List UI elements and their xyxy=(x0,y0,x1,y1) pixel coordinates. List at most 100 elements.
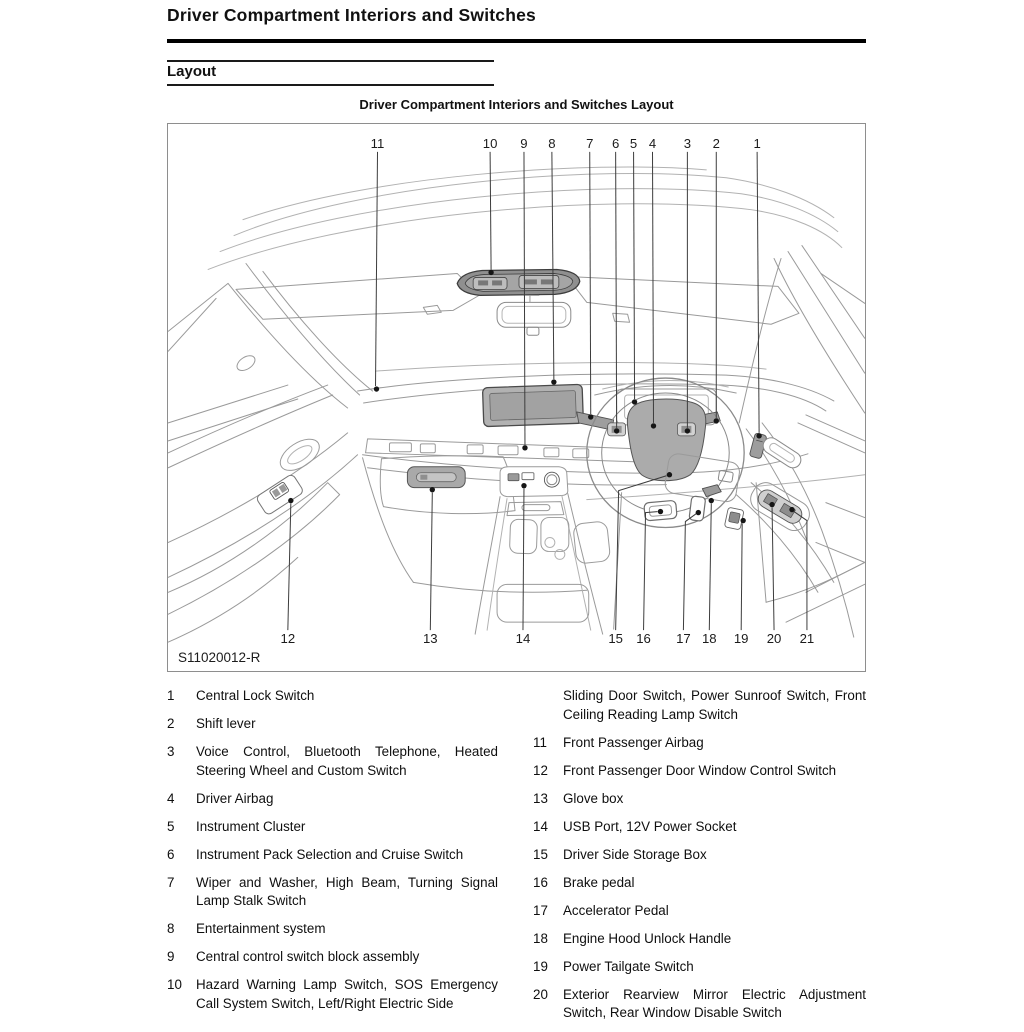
legend-item-9: 9 Central control switch block assembly xyxy=(167,948,498,967)
callout-dot-14 xyxy=(521,482,527,489)
callout-number-18: 18 xyxy=(702,631,717,646)
legend-item-text: Power Tailgate Switch xyxy=(563,958,694,974)
legend-item-20: 20 Exterior Rearview Mirror Electric Adju… xyxy=(533,986,866,1023)
legend-item-text: Central control switch block assembly xyxy=(196,949,420,964)
section-overline xyxy=(167,60,494,62)
legend-item-8: 8 Entertainment system xyxy=(167,920,498,939)
figure-code: S11020012-R xyxy=(178,650,261,665)
legend-item-number: 18 xyxy=(533,930,548,946)
callout-number-9: 9 xyxy=(520,136,527,151)
legend-item-number: 20 xyxy=(533,986,548,1002)
legend-item-number: 8 xyxy=(167,921,175,936)
driver-airbag-pad xyxy=(626,398,707,482)
callout-dot-21 xyxy=(789,506,795,513)
legend-item-text: Front Passenger Door Window Control Swit… xyxy=(563,762,837,778)
accelerator-pedal xyxy=(688,495,706,522)
legend-item-text: Shift lever xyxy=(196,716,256,731)
callout-dot-12 xyxy=(288,497,294,504)
callout-number-13: 13 xyxy=(423,631,438,646)
legend-item-number: 17 xyxy=(533,902,548,918)
figure-title: Driver Compartment Interiors and Switche… xyxy=(359,97,674,112)
legend-item-text: Wiper and Washer, High Beam, Turning Sig… xyxy=(196,874,498,909)
callout-number-17: 17 xyxy=(676,631,691,646)
callout-number-8: 8 xyxy=(548,136,555,151)
door-handle xyxy=(762,437,802,469)
callout-dot-15 xyxy=(666,472,673,478)
callout-dot-8 xyxy=(551,379,557,385)
callout-line-11 xyxy=(375,151,379,387)
legend-item-number: 13 xyxy=(533,790,548,806)
legend-item-7: 7 Wiper and Washer, High Beam, Turning Si… xyxy=(167,874,498,911)
hood-release-handle xyxy=(701,484,722,498)
legend-item-number: 16 xyxy=(533,874,548,890)
callout-number-4: 4 xyxy=(649,136,656,151)
callout-dot-10 xyxy=(488,269,494,276)
legend-column-right: Sliding Door Switch, Power Sunroof Switc… xyxy=(533,687,866,1032)
legend-item-15: 15 Driver Side Storage Box xyxy=(533,846,866,865)
center-console xyxy=(474,466,611,635)
power-socket xyxy=(543,471,560,488)
callout-line-5 xyxy=(633,151,636,399)
legend-item-number: 3 xyxy=(167,744,175,759)
callout-number-2: 2 xyxy=(713,136,720,151)
usb-port xyxy=(507,473,520,482)
callout-dot-9 xyxy=(522,445,528,451)
legend-item-number: 7 xyxy=(167,874,175,890)
legend-item-text: Driver Airbag xyxy=(196,790,274,806)
legend-item-text: Instrument Cluster xyxy=(196,818,306,834)
legend-item-number: 10 xyxy=(167,977,182,992)
legend-item-continuation: Sliding Door Switch, Power Sunroof Switc… xyxy=(533,687,866,724)
legend-item-number xyxy=(533,687,563,724)
callout-dot-6 xyxy=(613,428,620,434)
callout-dot-1 xyxy=(756,433,762,439)
legend-item-text: Exterior Rearview Mirror Electric Adjust… xyxy=(563,986,866,1021)
glove-box-handle xyxy=(406,466,466,489)
callout-dot-11 xyxy=(373,386,380,392)
interior-line-art xyxy=(168,166,865,643)
callout-line-1 xyxy=(756,151,760,433)
legend-item-text: USB Port, 12V Power Socket xyxy=(563,818,737,834)
legend-item-number: 5 xyxy=(167,818,175,834)
callout-dot-7 xyxy=(588,414,594,420)
section-heading: Layout xyxy=(167,63,217,80)
callout-dot-2 xyxy=(713,418,719,424)
legend-item-14: 14 USB Port, 12V Power Socket xyxy=(533,818,866,837)
callout-dot-20 xyxy=(769,501,775,508)
callout-number-1: 1 xyxy=(753,136,760,151)
callout-number-15: 15 xyxy=(608,631,623,646)
legend-item-number: 9 xyxy=(167,949,175,964)
callout-line-21 xyxy=(793,511,808,631)
callout-dot-18 xyxy=(708,497,714,504)
legend-item-number: 15 xyxy=(533,846,548,862)
callout-line-15 xyxy=(615,475,667,631)
page-title: Driver Compartment Interiors and Switche… xyxy=(167,5,536,25)
callout-number-16: 16 xyxy=(636,631,651,646)
callout-dot-17 xyxy=(695,509,702,516)
legend-item-text: Instrument Pack Selection and Cruise Swi… xyxy=(196,846,464,862)
callout-line-8 xyxy=(551,151,555,380)
callout-number-14: 14 xyxy=(516,631,531,646)
legend-item-text: Sliding Door Switch, Power Sunroof Switc… xyxy=(563,688,866,722)
section-underline xyxy=(167,84,494,86)
callout-line-20 xyxy=(771,507,775,631)
legend-item-text: Front Passenger Airbag xyxy=(563,734,704,750)
legend-item-number: 14 xyxy=(533,818,548,834)
passenger-window-switch xyxy=(256,474,303,515)
legend-item-text: Entertainment system xyxy=(196,921,326,936)
callout-number-3: 3 xyxy=(684,136,691,151)
legend-item-text: Driver Side Storage Box xyxy=(563,846,707,862)
callout-line-19 xyxy=(740,523,743,631)
